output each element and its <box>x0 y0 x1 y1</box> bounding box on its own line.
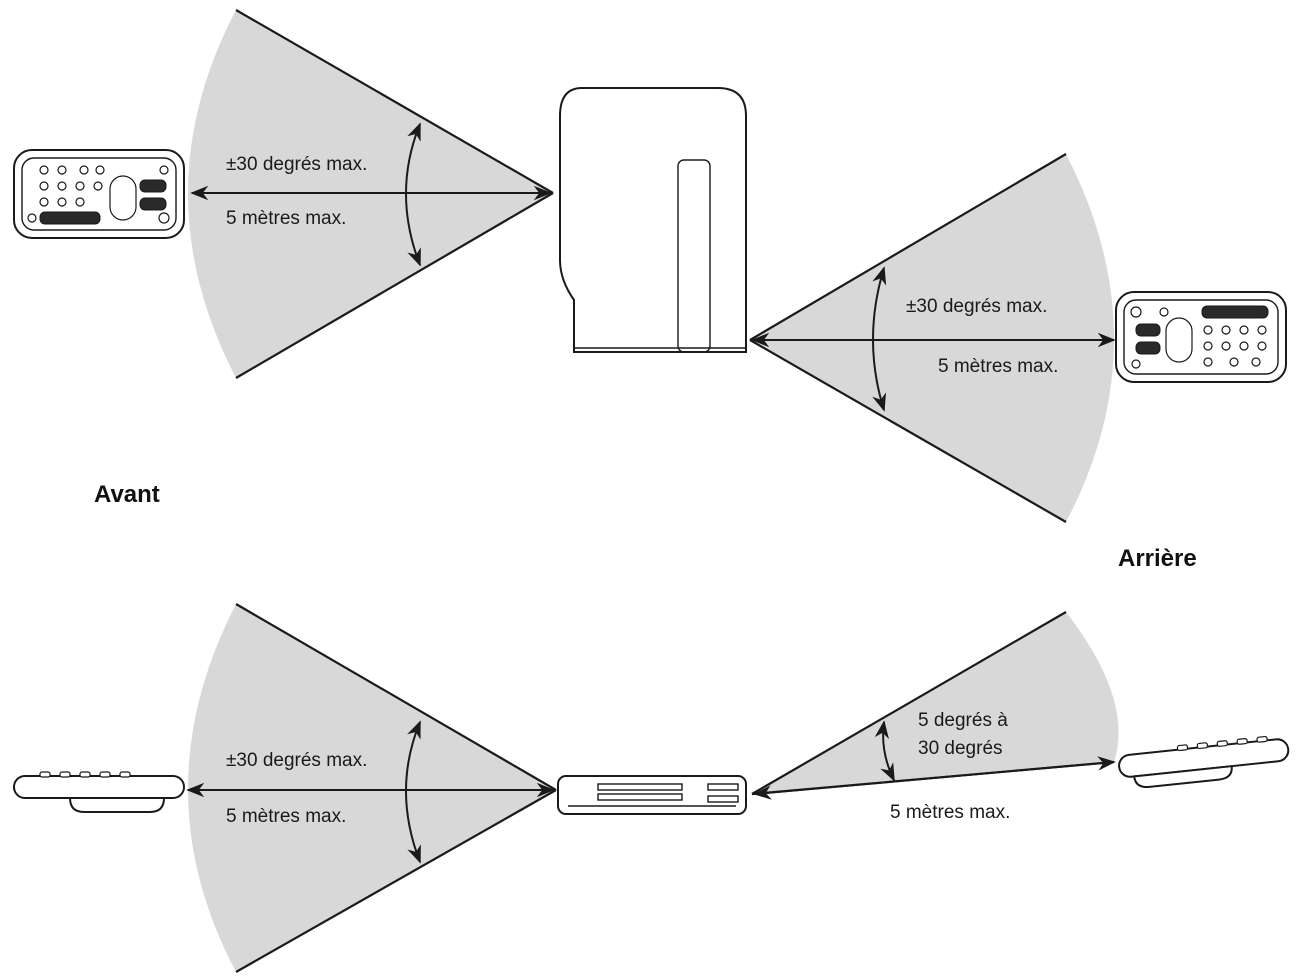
front-top-distance-label: 5 mètres max. <box>226 208 346 229</box>
rear-top-angle-arc <box>872 266 887 412</box>
rear-top-range-zone: ±30 degrés max. 5 mètres max. <box>749 153 1116 523</box>
rear-side-distance-arrow <box>753 756 1116 800</box>
front-side-angle-arc <box>405 720 421 864</box>
front-top-range-zone: ±30 degrés max. 5 mètres max. <box>188 9 554 379</box>
projector-icon <box>557 775 747 815</box>
remote-control-icon <box>13 149 185 239</box>
projector-icon <box>559 87 747 353</box>
rear-side-angle-arc <box>874 720 895 782</box>
rear-side-angle-label-line2: 30 degrés <box>918 738 1003 759</box>
front-side-range-zone: ±30 degrés max. 5 mètres max. <box>186 603 557 973</box>
front-top-angle-arc <box>405 122 421 267</box>
remote-control-icon <box>1115 291 1287 383</box>
rear-label: Arrière <box>1118 545 1197 572</box>
rear-top-angle-label: ±30 degrés max. <box>906 296 1047 317</box>
remote-control-icon <box>13 771 185 813</box>
front-label: Avant <box>94 481 160 508</box>
front-side-distance-label: 5 mètres max. <box>226 806 346 827</box>
rear-top-wedge <box>750 154 1114 522</box>
front-side-angle-label: ±30 degrés max. <box>226 750 367 771</box>
rear-side-wedge <box>752 612 1119 794</box>
rear-side-angle-label-line1: 5 degrés à <box>918 710 1008 731</box>
rear-side-distance-label: 5 mètres max. <box>890 802 1010 823</box>
rear-top-distance-label: 5 mètres max. <box>938 356 1058 377</box>
rear-side-range-zone: 5 degrés à 30 degrés 5 mètres max. <box>751 611 1119 823</box>
front-top-angle-label: ±30 degrés max. <box>226 154 367 175</box>
remote-control-icon <box>1118 735 1290 789</box>
front-side-wedge <box>188 604 556 972</box>
